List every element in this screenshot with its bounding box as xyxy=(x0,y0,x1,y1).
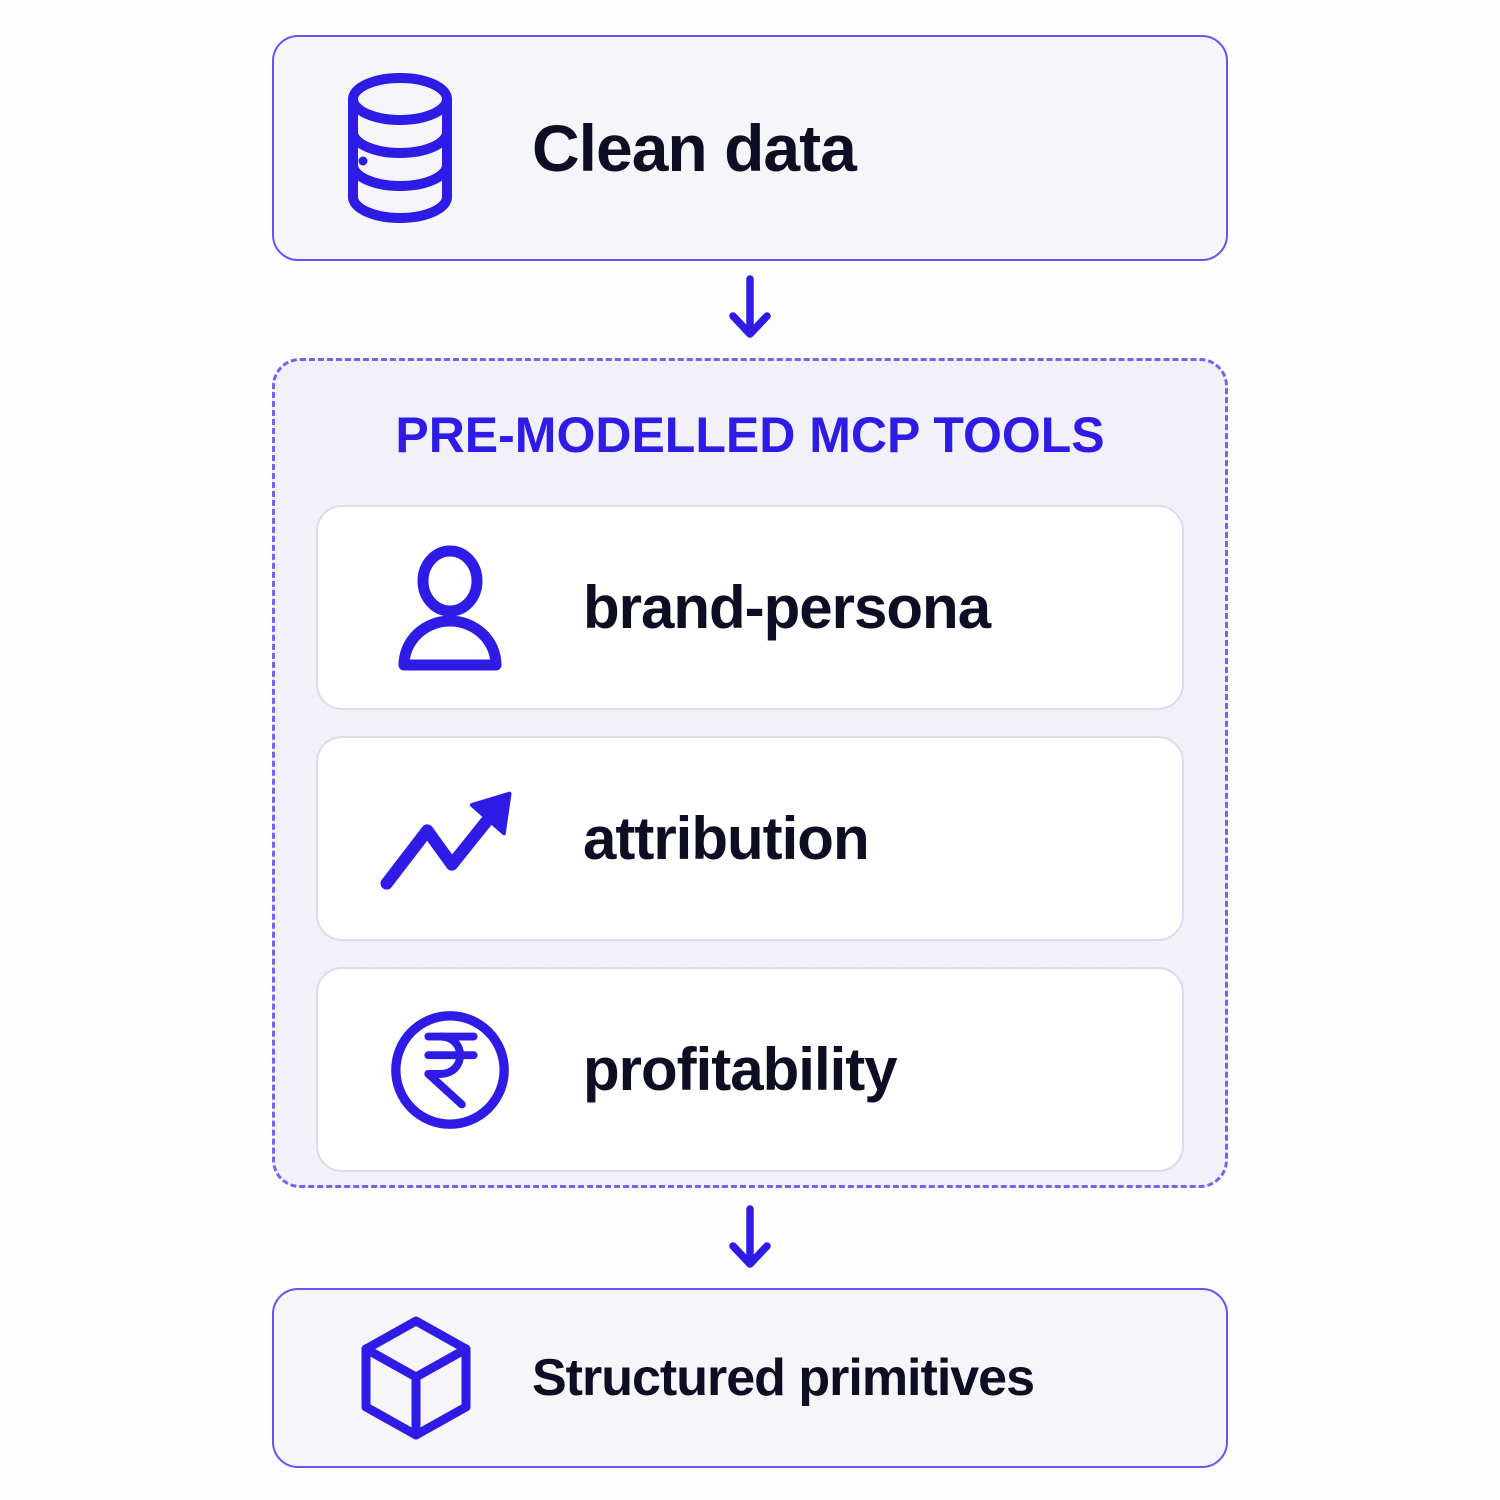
flow-arrow-bottom xyxy=(0,1204,1500,1270)
down-arrow-icon xyxy=(728,1204,772,1270)
mcp-tools-list: brand-persona attribution xyxy=(316,505,1184,1172)
user-icon xyxy=(380,545,520,671)
tool-card-profitability: profitability xyxy=(316,967,1184,1172)
structured-primitives-label: Structured primitives xyxy=(532,1349,1035,1407)
tool-label: profitability xyxy=(583,1036,898,1103)
down-arrow-icon xyxy=(728,274,772,340)
clean-data-box: Clean data xyxy=(272,35,1228,261)
clean-data-label: Clean data xyxy=(532,111,857,185)
trending-up-icon xyxy=(380,784,520,894)
tool-label: brand-persona xyxy=(583,574,991,641)
rupee-coin-icon xyxy=(380,1005,520,1135)
tool-card-attribution: attribution xyxy=(316,736,1184,941)
tool-card-brand-persona: brand-persona xyxy=(316,505,1184,710)
mcp-tools-group: PRE-MODELLED MCP TOOLS brand-persona xyxy=(272,358,1228,1188)
tool-label: attribution xyxy=(583,805,870,872)
cube-icon xyxy=(360,1315,472,1441)
mcp-tools-group-title: PRE-MODELLED MCP TOOLS xyxy=(395,407,1105,463)
flow-arrow-top xyxy=(0,274,1500,340)
structured-primitives-box: Structured primitives xyxy=(272,1288,1228,1468)
database-icon xyxy=(346,72,454,224)
